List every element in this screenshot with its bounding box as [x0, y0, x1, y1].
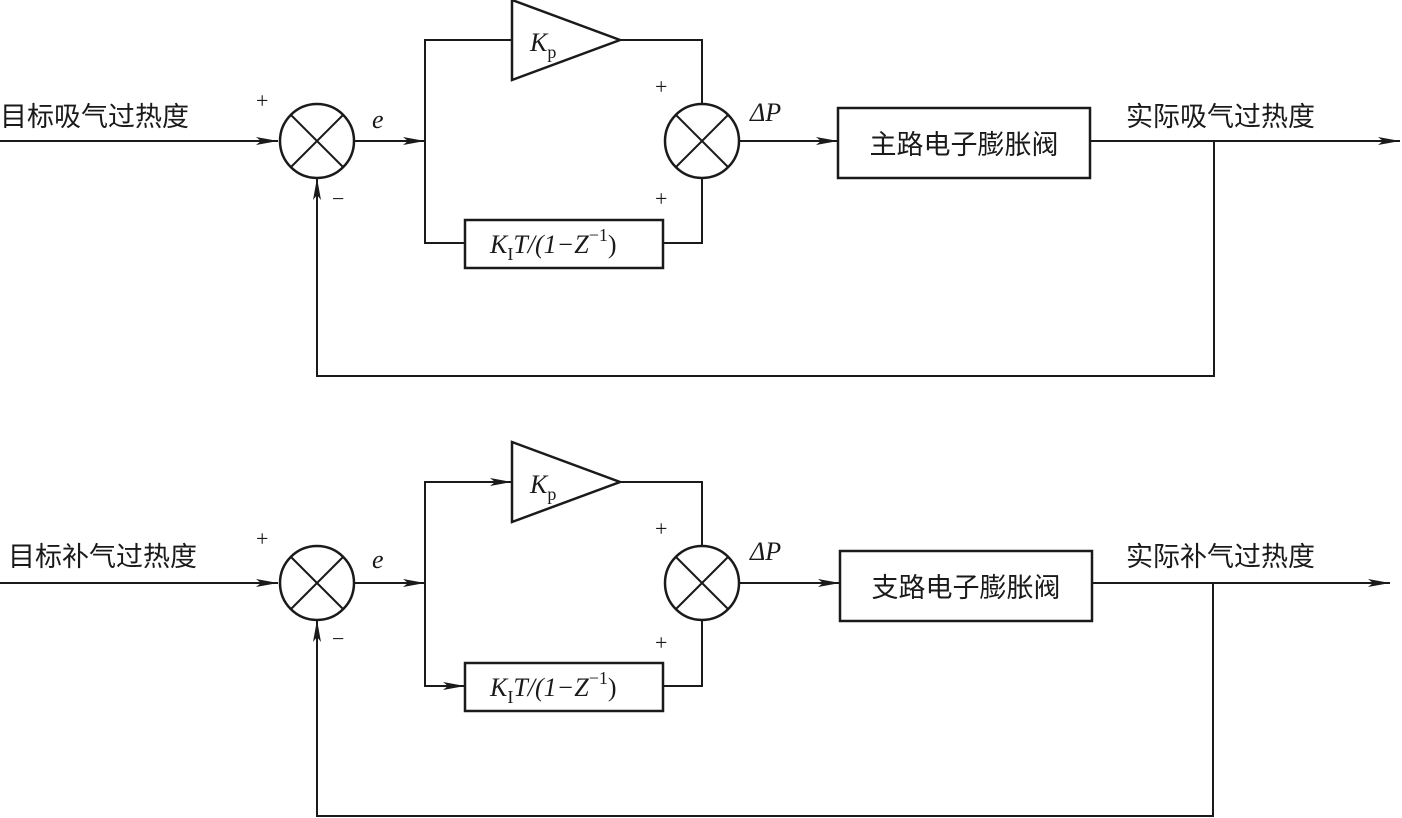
summing-junction-1 — [278, 544, 356, 622]
integral-out-line — [663, 178, 703, 244]
sum2-plus-bottom: + — [655, 186, 667, 211]
output-label: 实际吸气过热度 — [1126, 102, 1315, 133]
sum2-plus-top: + — [655, 74, 667, 99]
plant-block — [838, 549, 1094, 623]
branch-integral-in — [424, 141, 465, 244]
integral-out-line — [663, 620, 703, 687]
proportional-gain-block — [510, 440, 624, 524]
sum1-plus-sign: + — [256, 88, 268, 113]
feedback-path — [313, 583, 1214, 817]
delta-p-label: ΔP — [749, 98, 781, 127]
summing-junction-2 — [663, 102, 741, 180]
input-label: 目标吸气过热度 — [0, 102, 189, 133]
integral-block — [463, 661, 665, 713]
sum2-plus-top: + — [655, 516, 667, 541]
proportional-gain-label: Kp — [529, 28, 556, 62]
sum1-minus-sign: − — [332, 186, 344, 211]
loop-suction-superheat: 目标吸气过热度 + − e Kp KIT/(1−Z−1) + + — [0, 0, 1400, 377]
sum1-plus-sign: + — [256, 526, 268, 551]
loop-injection-superheat: 目标补气过热度 + − e Kp KIT/(1−Z−1) + + — [0, 440, 1390, 817]
error-label: e — [372, 545, 384, 574]
branch-integral-in — [424, 583, 465, 690]
branch-proportional-in — [424, 39, 512, 141]
feedback-path — [313, 141, 1215, 377]
sum1-minus-sign: − — [332, 626, 344, 651]
plant-block — [836, 106, 1092, 180]
proportional-gain-block — [510, 0, 624, 82]
sum2-plus-bottom: + — [655, 630, 667, 655]
input-label: 目标补气过热度 — [8, 542, 197, 573]
plant-label: 主路电子膨胀阀 — [870, 130, 1059, 161]
error-label: e — [372, 105, 384, 134]
plant-label: 支路电子膨胀阀 — [872, 573, 1061, 604]
summing-junction-1 — [278, 102, 356, 180]
delta-p-label: ΔP — [749, 537, 781, 566]
branch-proportional-in — [424, 478, 512, 583]
summing-junction-2 — [663, 544, 741, 622]
integral-label: KIT/(1−Z−1) — [489, 225, 617, 264]
integral-label: KIT/(1−Z−1) — [489, 668, 617, 707]
proportional-gain-label: Kp — [529, 470, 556, 504]
proportional-out-line — [620, 39, 703, 104]
proportional-out-line — [620, 481, 703, 546]
output-label: 实际补气过热度 — [1126, 542, 1315, 573]
